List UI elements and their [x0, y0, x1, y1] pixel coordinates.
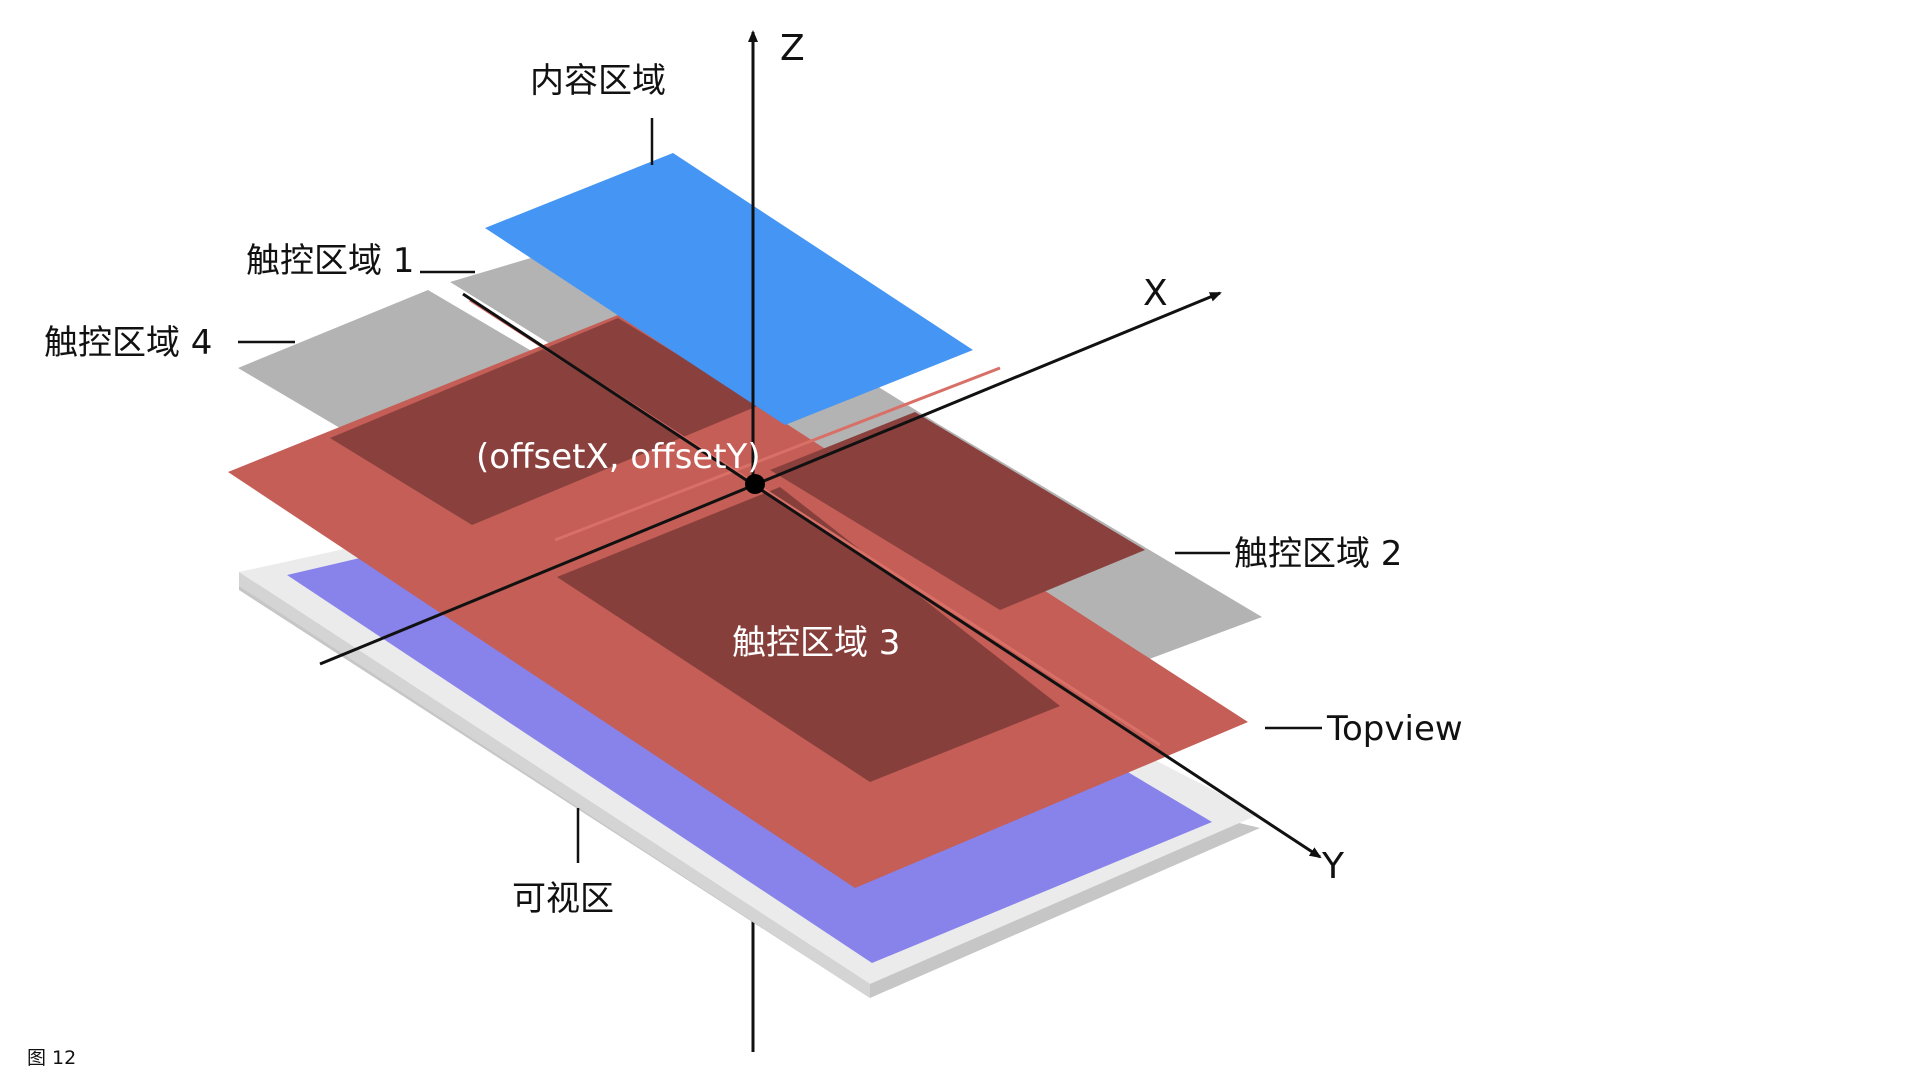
- y-axis-label: Y: [1321, 846, 1345, 887]
- content-area-label: 内容区域: [530, 61, 666, 101]
- y-axis-line: [462, 292, 1322, 859]
- touch-area-3-label: 触控区域 3: [732, 623, 900, 663]
- touch-area-3-plane: [557, 487, 1060, 782]
- topview-x-highlight: [554, 366, 1001, 542]
- touch-area-1-label: 触控区域 1: [246, 241, 414, 281]
- topview-label: Topview: [1326, 709, 1463, 749]
- figure-caption: 图 12: [27, 1047, 76, 1069]
- x-axis-label: X: [1143, 273, 1168, 314]
- device-frame-bottom-edge: [239, 572, 870, 998]
- z-axis-label: Z: [780, 28, 805, 69]
- content-area-plane: [485, 153, 973, 425]
- overlap-region-right: [770, 412, 1145, 610]
- origin-point: [745, 474, 765, 494]
- touch-area-2-label: 触控区域 2: [1234, 534, 1402, 574]
- x-axis-line: [319, 291, 1222, 666]
- visible-area-label: 可视区: [512, 879, 614, 919]
- origin-label: (offsetX, offsetY): [476, 437, 761, 477]
- touch-area-4-label: 触控区域 4: [44, 323, 212, 363]
- overlap-region-upper: [330, 318, 760, 525]
